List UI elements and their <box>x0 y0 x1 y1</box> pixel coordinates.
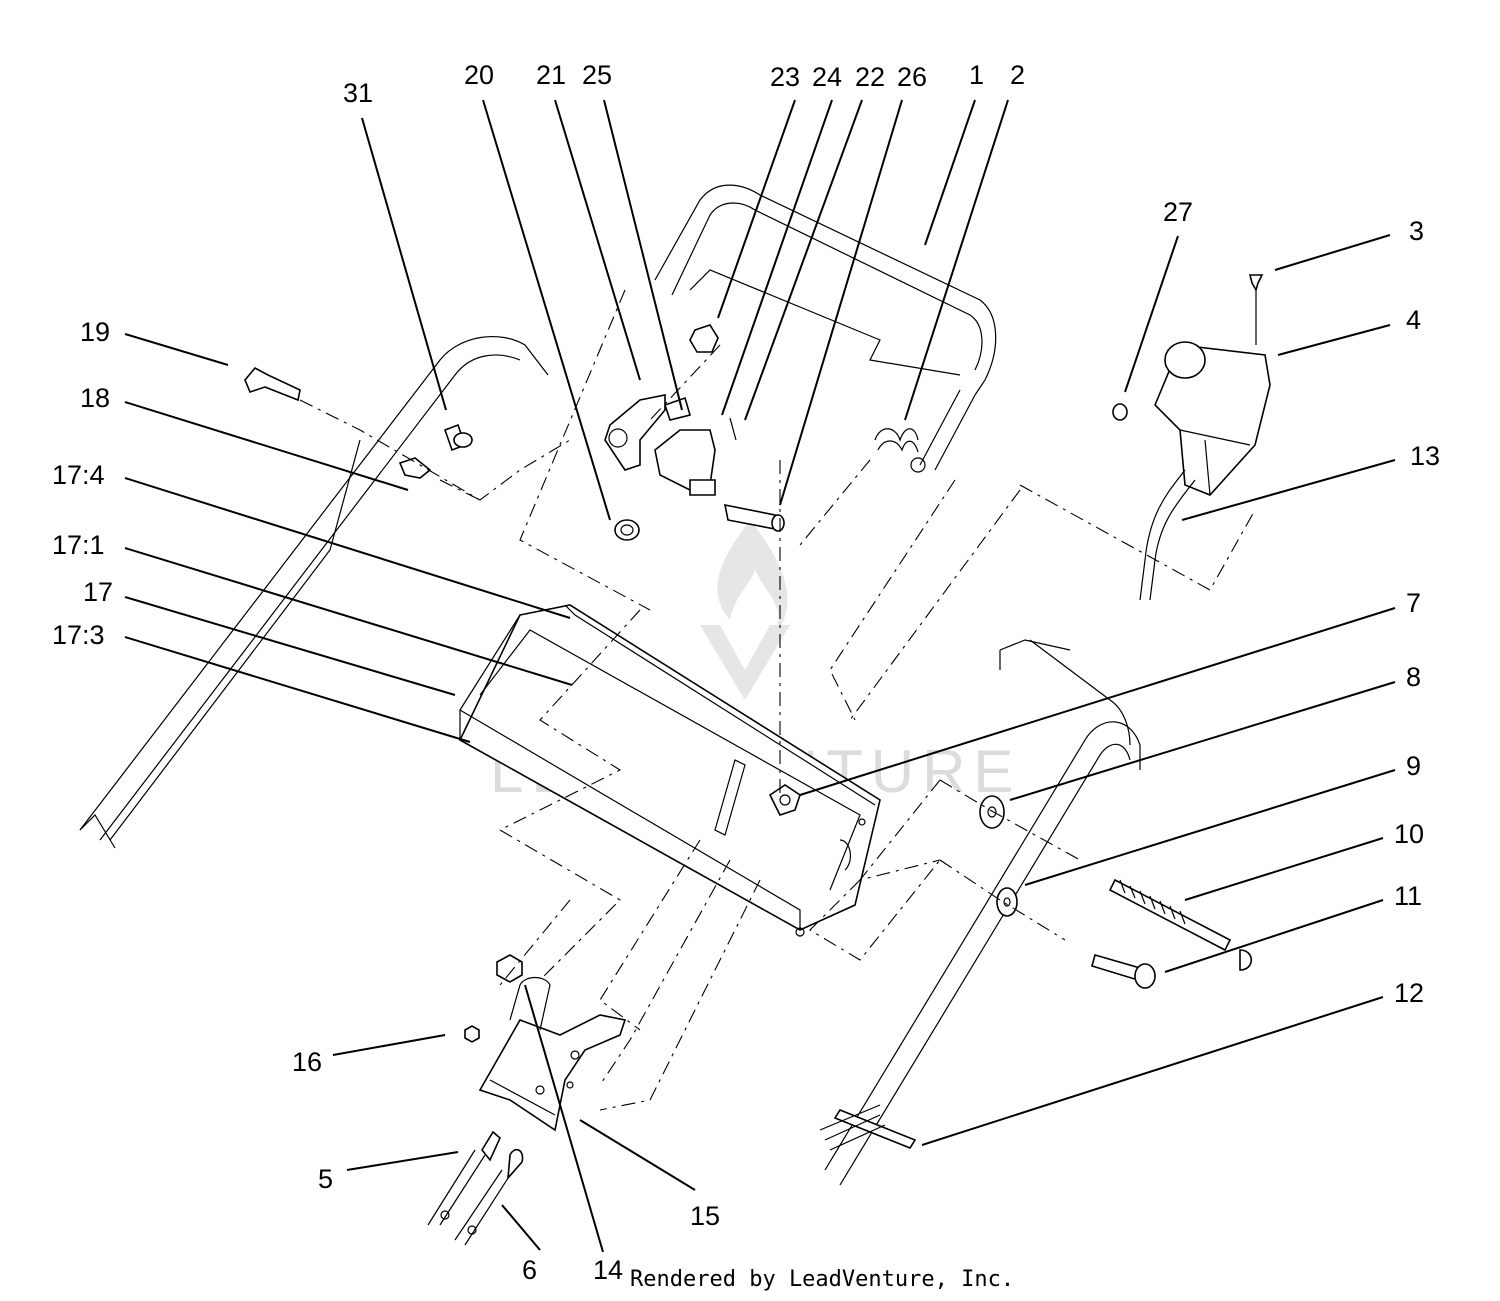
callout-27: 27 <box>1163 197 1193 227</box>
left-bolts <box>244 366 473 479</box>
callout-9: 9 <box>1406 751 1421 781</box>
lever-parts <box>604 394 716 541</box>
cable-ends <box>427 1130 524 1246</box>
right-hardware <box>979 795 1253 989</box>
callout-6: 6 <box>522 1255 537 1285</box>
callout-20: 20 <box>464 60 494 90</box>
callout-23: 23 <box>770 62 800 92</box>
callout-21: 21 <box>536 60 566 90</box>
upper-handle <box>654 184 997 471</box>
callout-13: 13 <box>1410 441 1440 471</box>
leader-lines <box>124 99 1396 1253</box>
spring <box>874 428 926 473</box>
washer-27 <box>1112 403 1128 421</box>
callout-2: 2 <box>1010 60 1025 90</box>
switch-housing <box>1139 274 1271 601</box>
callout-8: 8 <box>1406 662 1421 692</box>
callout-7: 7 <box>1406 588 1421 618</box>
pin-and-spacer <box>689 324 785 532</box>
callout-labels: 31 20 21 25 23 24 22 26 1 2 27 3 4 13 19… <box>52 60 1440 1285</box>
callout-25: 25 <box>582 60 612 90</box>
right-handle-frame <box>824 639 1141 1186</box>
callout-26: 26 <box>897 62 927 92</box>
callout-17: 17 <box>83 577 113 607</box>
callout-3: 3 <box>1409 216 1424 246</box>
callout-17-1: 17:1 <box>52 530 105 560</box>
callout-24: 24 <box>812 62 842 92</box>
left-handle-frame <box>79 335 549 849</box>
assembly-lines <box>299 289 1256 1111</box>
callout-16: 16 <box>292 1047 322 1077</box>
callout-15: 15 <box>690 1201 720 1231</box>
callout-14: 14 <box>593 1255 623 1285</box>
callout-19: 19 <box>80 317 110 347</box>
callout-17-3: 17:3 <box>52 620 105 650</box>
callout-18: 18 <box>80 383 110 413</box>
callout-31: 31 <box>343 78 373 108</box>
cable-clip <box>819 1104 917 1151</box>
callout-11: 11 <box>1394 881 1422 911</box>
callout-12: 12 <box>1394 978 1424 1008</box>
credit-text: Rendered by LeadVenture, Inc. <box>630 1267 1014 1292</box>
callout-10: 10 <box>1394 819 1424 849</box>
lower-bracket <box>464 954 627 1132</box>
callout-1: 1 <box>969 60 984 90</box>
callout-4: 4 <box>1406 305 1421 335</box>
callout-5: 5 <box>318 1164 333 1194</box>
callout-22: 22 <box>855 62 885 92</box>
bracket-assembly <box>458 604 881 937</box>
callout-17-4: 17:4 <box>52 460 105 490</box>
